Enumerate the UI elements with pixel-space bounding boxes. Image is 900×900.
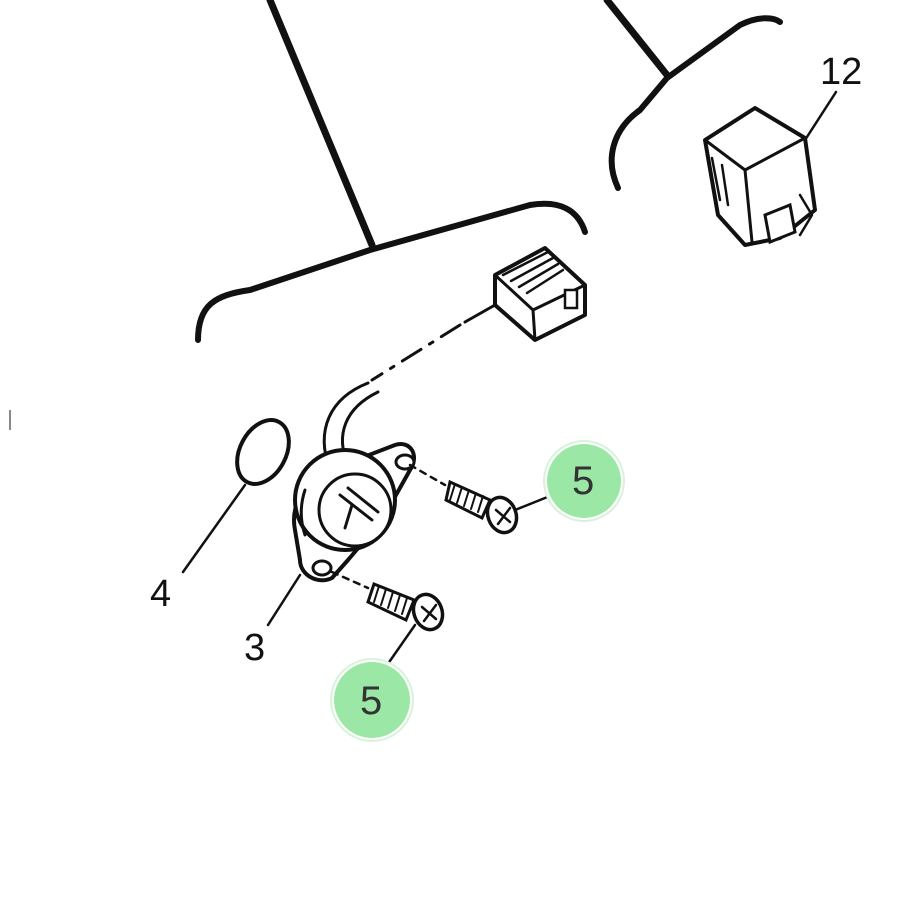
callout-4: 4	[150, 573, 171, 615]
hotspot-5-upper-label: 5	[572, 459, 594, 503]
relay-group-bracket	[608, 15, 783, 191]
main-leader-line	[266, 0, 376, 249]
leader-3	[266, 573, 302, 627]
leader-4	[181, 483, 247, 574]
upper-right-leader-line	[603, 0, 671, 79]
sensor-connector-plug	[493, 246, 587, 342]
relay-terminal	[763, 202, 797, 245]
screw-upper-threads	[449, 483, 484, 513]
o-ring-part-4	[235, 418, 291, 486]
sensor-part-3	[292, 442, 416, 583]
plug-latch	[563, 288, 579, 310]
sensor-inner-ring	[317, 472, 393, 548]
screw-lower-axis	[330, 570, 370, 590]
screw-upper-cross	[494, 506, 512, 526]
sensor-terminals	[338, 486, 380, 530]
hotspot-5-upper[interactable]: 5	[543, 440, 625, 522]
leader-5-lower	[383, 623, 417, 670]
hotspot-5-lower-circle	[334, 662, 410, 738]
hotspot-5-lower[interactable]: 5	[330, 658, 414, 742]
wire-end-segment	[463, 303, 497, 324]
group-brackets	[195, 15, 783, 343]
hotspot-5-upper-circle	[547, 444, 621, 518]
hotspot-5-lower-label: 5	[360, 679, 382, 723]
screw-upper-shank	[444, 479, 492, 521]
screw-lower	[330, 570, 445, 632]
relay-clip	[798, 193, 814, 237]
leader-12	[803, 90, 838, 142]
relay-side-ribs	[710, 156, 730, 207]
callout-leaders	[181, 90, 838, 670]
flange-hole-lower	[311, 559, 333, 577]
callout-3: 3	[244, 627, 265, 669]
screw-lower-cross	[420, 603, 438, 623]
sensor-group-bracket	[195, 200, 588, 343]
plug-front-edge	[531, 308, 537, 342]
group-leader-lines	[266, 0, 671, 249]
screw-upper	[408, 463, 519, 535]
relay-part-12	[703, 106, 817, 247]
callout-12: 12	[820, 51, 862, 93]
screw-lower-threads	[373, 585, 408, 615]
sensor-side-shade	[299, 488, 307, 537]
plug-ribs	[501, 250, 565, 295]
edge-mark	[9, 410, 11, 430]
relay-front-edge	[743, 168, 754, 244]
screw-upper-axis	[408, 463, 447, 487]
relay-body	[703, 106, 817, 247]
wire-dashed-segment	[370, 323, 462, 382]
